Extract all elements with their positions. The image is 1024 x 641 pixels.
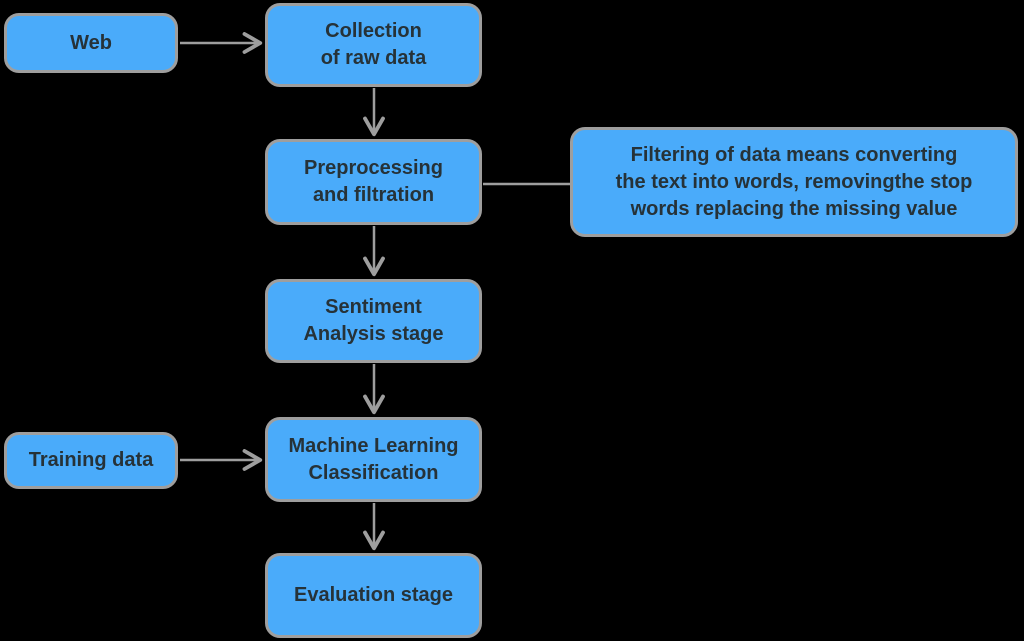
node-collection-label: Collection of raw data <box>320 20 427 69</box>
node-preprocessing-and-filtration: Preprocessing and filtration <box>265 139 482 225</box>
node-sentiment-analysis-stage: Sentiment Analysis stage <box>265 279 482 363</box>
node-ml-label: Machine Learning Classification <box>288 434 459 484</box>
node-filtering-note-label: Filtering of data means converting the t… <box>615 143 973 220</box>
node-evaluation-stage: Evaluation stage <box>265 553 482 638</box>
node-evaluation-label: Evaluation stage <box>294 584 453 606</box>
node-web: Web <box>4 13 178 73</box>
node-preprocessing-label: Preprocessing and filtration <box>304 157 443 206</box>
node-machine-learning-classification: Machine Learning Classification <box>265 417 482 502</box>
node-training-label: Training data <box>28 449 154 471</box>
node-web-label: Web <box>70 31 112 54</box>
node-training-data: Training data <box>4 432 178 489</box>
node-sentiment-label: Sentiment Analysis stage <box>303 296 444 345</box>
node-filtering-note: Filtering of data means converting the t… <box>570 127 1018 237</box>
node-collection-of-raw-data: Collection of raw data <box>265 3 482 87</box>
